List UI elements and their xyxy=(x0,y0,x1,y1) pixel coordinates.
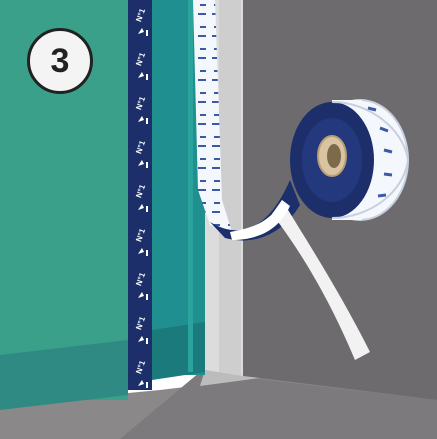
tape-span xyxy=(210,180,300,241)
glass-panel-left-bottom xyxy=(0,340,128,410)
trailing-liner xyxy=(272,200,370,360)
glass-panel-right-bottom xyxy=(152,322,205,380)
corner-shadow xyxy=(219,0,241,380)
floor-light xyxy=(120,372,437,439)
applied-tape-strip xyxy=(128,0,152,390)
step-number: 3 xyxy=(50,42,70,80)
liner-loop xyxy=(230,200,290,240)
roll-edge-print xyxy=(367,106,393,198)
corner-foot xyxy=(200,370,260,386)
roll-outline xyxy=(331,101,410,219)
step-badge: 3 xyxy=(27,28,93,94)
roll-core-hole xyxy=(327,144,341,168)
release-liner xyxy=(193,0,232,232)
glass-edge xyxy=(188,0,193,372)
